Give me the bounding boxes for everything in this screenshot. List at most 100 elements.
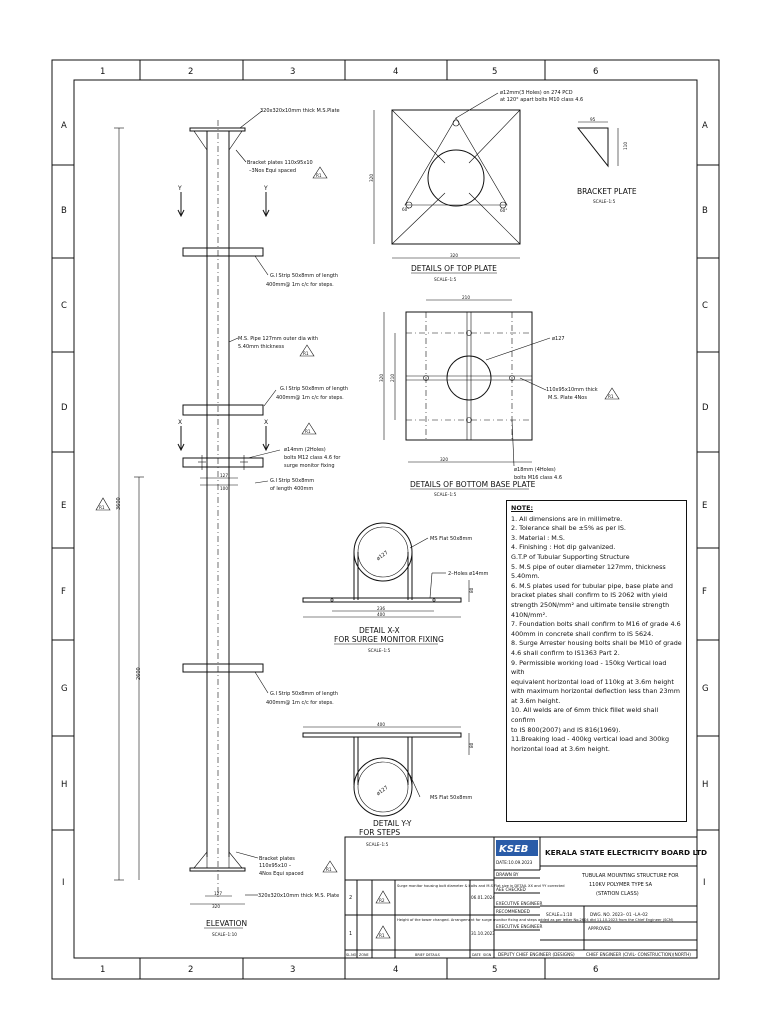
dim-label: 210: [462, 295, 470, 300]
company-name: KERALA STATE ELECTRICITY BOARD LTD: [545, 848, 707, 857]
callout-holes: ø12mm(3 Holes) on 274 PCD: [500, 90, 573, 96]
callout-dia: ø127: [552, 336, 565, 342]
callout-holes: ø14mm (2Holes): [284, 447, 326, 453]
col-label: 2: [188, 67, 193, 77]
rev-no: 1: [349, 931, 352, 937]
note-item: 410N/mm².: [511, 610, 548, 619]
bracket-plate-detail: 95 110 BRACKET PLATE SCALE–1:5: [576, 117, 637, 204]
checked-by: AEE CHECKED: [496, 887, 526, 892]
view-title: DETAILS OF BOTTOM BASE PLATE: [410, 480, 536, 489]
dim-label: 236: [377, 606, 385, 611]
view-title: FOR STEPS: [359, 828, 400, 837]
col-label: 3: [290, 965, 295, 975]
dim-label: 95: [590, 117, 596, 122]
row-label: A: [702, 121, 708, 131]
callout-bottom-plate: 320x320x10mm thick M.S. Plate: [258, 893, 339, 899]
callout-holes: 2–Holes ø14mm: [448, 571, 488, 577]
angle-label: 60°: [402, 207, 409, 212]
callout-holes: surge monitor fixing: [284, 463, 335, 469]
callout-bracket: Bracket plates: [259, 856, 295, 862]
note-item: bracket plates shall confirm to IS 2062 …: [511, 591, 668, 600]
callout-strip: 400mm@ 1m c/c for steps.: [266, 282, 334, 288]
callout-pipe: M.S. Pipe 127mm outer dia with: [238, 336, 318, 342]
dim-label: 80: [469, 742, 474, 748]
dim-label: ø127: [376, 550, 390, 562]
row-label: D: [702, 403, 709, 413]
view-title: DETAILS OF TOP PLATE: [411, 264, 497, 273]
note-item: G.T.P of Tubular Supporting Structure: [511, 552, 630, 561]
dim-lower: 2600: [136, 667, 142, 680]
callout-strip: G.I Strip 50x8mm of length: [270, 691, 338, 697]
section-mark-x: X: [264, 419, 268, 426]
row-label: B: [61, 206, 67, 216]
dim-label: ø127: [376, 785, 390, 797]
callout-holes: bolts M16 class 4.6: [514, 475, 562, 481]
approved-label: APPROVED: [588, 926, 611, 931]
note-item: at 3.6m height.: [511, 696, 561, 705]
note-item: 9. Permissible working load - 150kg Vert…: [511, 658, 667, 677]
callout-bracket: –3Nos Equi spaced: [249, 168, 296, 174]
callout-top-plate: 320x320x10mm thick M.S.Plate: [260, 108, 340, 114]
recommended-by: RECOMMENDED: [496, 909, 530, 914]
drawing-number: DWG. NO. 2023– 01 –LA–02: [590, 912, 648, 917]
view-scale: SCALE–1:5: [434, 492, 457, 497]
rev-mark: R1: [608, 394, 614, 399]
checked-by: EXECUTIVE ENGINEER: [496, 901, 542, 906]
view-title: DETAIL X-X: [359, 626, 400, 635]
view-scale: SCALE–1:5: [593, 199, 616, 204]
callout-strip: 400mm@ 1m c/c for steps.: [266, 700, 334, 706]
note-item: 7. Foundation bolts shall confirm to M16…: [511, 620, 681, 629]
detail-yy: 400 80 ø127 MS Flat 50x8mm DETAIL Y-Y FO…: [302, 722, 474, 847]
notes-heading: NOTE:: [511, 504, 534, 512]
rev-mark: R1: [326, 867, 332, 872]
callout-strip: of length 400mm: [270, 486, 313, 492]
row-label: G: [61, 684, 68, 694]
row-label: E: [702, 501, 707, 511]
dim-label: 127: [214, 891, 222, 896]
rev-mark: R1: [99, 505, 105, 510]
col-label: 6: [593, 67, 598, 77]
note-item: 8. Surge Arrester housing bolts shall be…: [511, 639, 682, 648]
kseb-logo: [496, 840, 538, 856]
title-block: KSEB KERALA STATE ELECTRICITY BOARD LTD …: [344, 836, 707, 959]
rev-head: BRIEF DETAILS: [415, 953, 440, 957]
section-mark-y: Y: [177, 185, 182, 192]
recommended-by: EXECUTIVE ENGINEER: [496, 924, 542, 929]
row-label: F: [61, 587, 66, 597]
note-item: 2. Tolerance shall be ±5% as per IS.: [511, 524, 626, 533]
rev-date: 31.10.2023: [471, 931, 495, 936]
note-item: with maximum horizontal deflection less …: [511, 687, 680, 696]
revision-triangle: [95, 497, 111, 511]
view-scale: SCALE–1:5: [434, 277, 457, 282]
rev-date: 06.01.2024: [471, 895, 495, 900]
rev-head: SL.NO: [346, 953, 357, 957]
rev-desc: Surge monitor housing bolt diameter & bo…: [397, 884, 565, 888]
sign-chief-engineer: CHIEF ENGINEER (CIVIL- CONSTRUCTION)(NOR…: [586, 952, 691, 957]
dim-label: 100: [220, 486, 228, 491]
callout-bracket: 110x95x10 –: [259, 863, 292, 869]
note-item: 6. M.S plates used for tubular pipe, bas…: [511, 581, 673, 590]
rev-no: 2: [349, 895, 352, 901]
callout-pipe: 5.40mm thickness: [238, 344, 284, 350]
drawing-title: 110KV POLYMER TYPE SA: [589, 882, 653, 888]
sign-deputy-ce: DEPUTY CHIEF ENGINEER (DESIGNS): [498, 952, 575, 957]
dim-total: 3600: [116, 497, 122, 510]
rev-mark: R1: [379, 933, 385, 938]
row-label: D: [61, 403, 68, 413]
callout-strip: G.I Strip 50x8mm of length: [270, 273, 338, 279]
view-title: BRACKET PLATE: [577, 187, 637, 196]
rev-head: SIGN: [483, 953, 492, 957]
dim-label: 320: [440, 457, 448, 462]
row-label: I: [62, 878, 65, 888]
detail-xx: ø127 236 400 80 MS Flat 50x8mm 2–Holes ø…: [302, 522, 488, 653]
section-mark-x: X: [178, 419, 182, 426]
view-scale: SCALE–1:10: [212, 932, 237, 937]
row-label: C: [61, 301, 67, 311]
callout-bracket: 4Nos Equi spaced: [259, 871, 304, 877]
row-label: G: [702, 684, 709, 694]
section-mark-y: Y: [263, 185, 268, 192]
col-label: 2: [188, 965, 193, 975]
col-label: 5: [492, 965, 497, 975]
row-label: E: [61, 501, 66, 511]
dim-label: 127: [220, 473, 228, 478]
